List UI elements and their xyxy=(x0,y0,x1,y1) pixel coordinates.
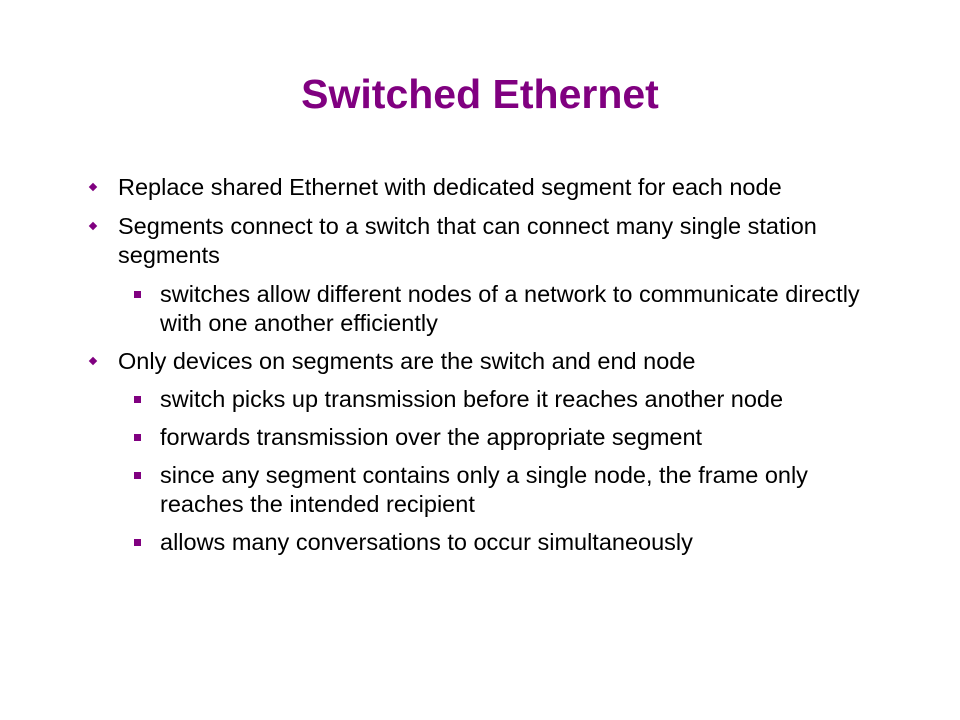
sub-bullet-text: forwards transmission over the appropria… xyxy=(160,424,703,450)
sub-bullet-text: since any segment contains only a single… xyxy=(160,462,808,517)
bullet-text: Only devices on segments are the switch … xyxy=(118,348,696,374)
diamond-bullet-icon xyxy=(88,221,98,231)
diamond-bullet-icon xyxy=(88,356,98,366)
bullet-list: Replace shared Ethernet with dedicated s… xyxy=(0,173,960,557)
sub-bullet-text: switches allow different nodes of a netw… xyxy=(160,281,860,336)
square-bullet-icon xyxy=(134,291,141,298)
square-bullet-icon xyxy=(134,539,141,546)
square-bullet-icon xyxy=(134,396,141,403)
sub-bullet-item: switch picks up transmission before it r… xyxy=(134,385,890,414)
sub-bullet-item: allows many conversations to occur simul… xyxy=(134,528,890,557)
square-bullet-icon xyxy=(134,434,141,441)
sub-bullet-item: since any segment contains only a single… xyxy=(134,461,890,519)
bullet-text: Replace shared Ethernet with dedicated s… xyxy=(118,174,782,200)
diamond-bullet-icon xyxy=(88,182,98,192)
slide-title: Switched Ethernet xyxy=(301,71,659,117)
bullet-item: Only devices on segments are the switch … xyxy=(88,347,888,376)
bullet-item: Segments connect to a switch that can co… xyxy=(88,212,888,270)
sub-bullet-item: switches allow different nodes of a netw… xyxy=(134,280,890,338)
square-bullet-icon xyxy=(134,472,141,479)
bullet-text: Segments connect to a switch that can co… xyxy=(118,213,817,268)
bullet-item: Replace shared Ethernet with dedicated s… xyxy=(88,173,888,202)
sub-bullet-text: allows many conversations to occur simul… xyxy=(160,529,693,555)
sub-bullet-text: switch picks up transmission before it r… xyxy=(160,386,784,412)
sub-bullet-item: forwards transmission over the appropria… xyxy=(134,423,890,452)
